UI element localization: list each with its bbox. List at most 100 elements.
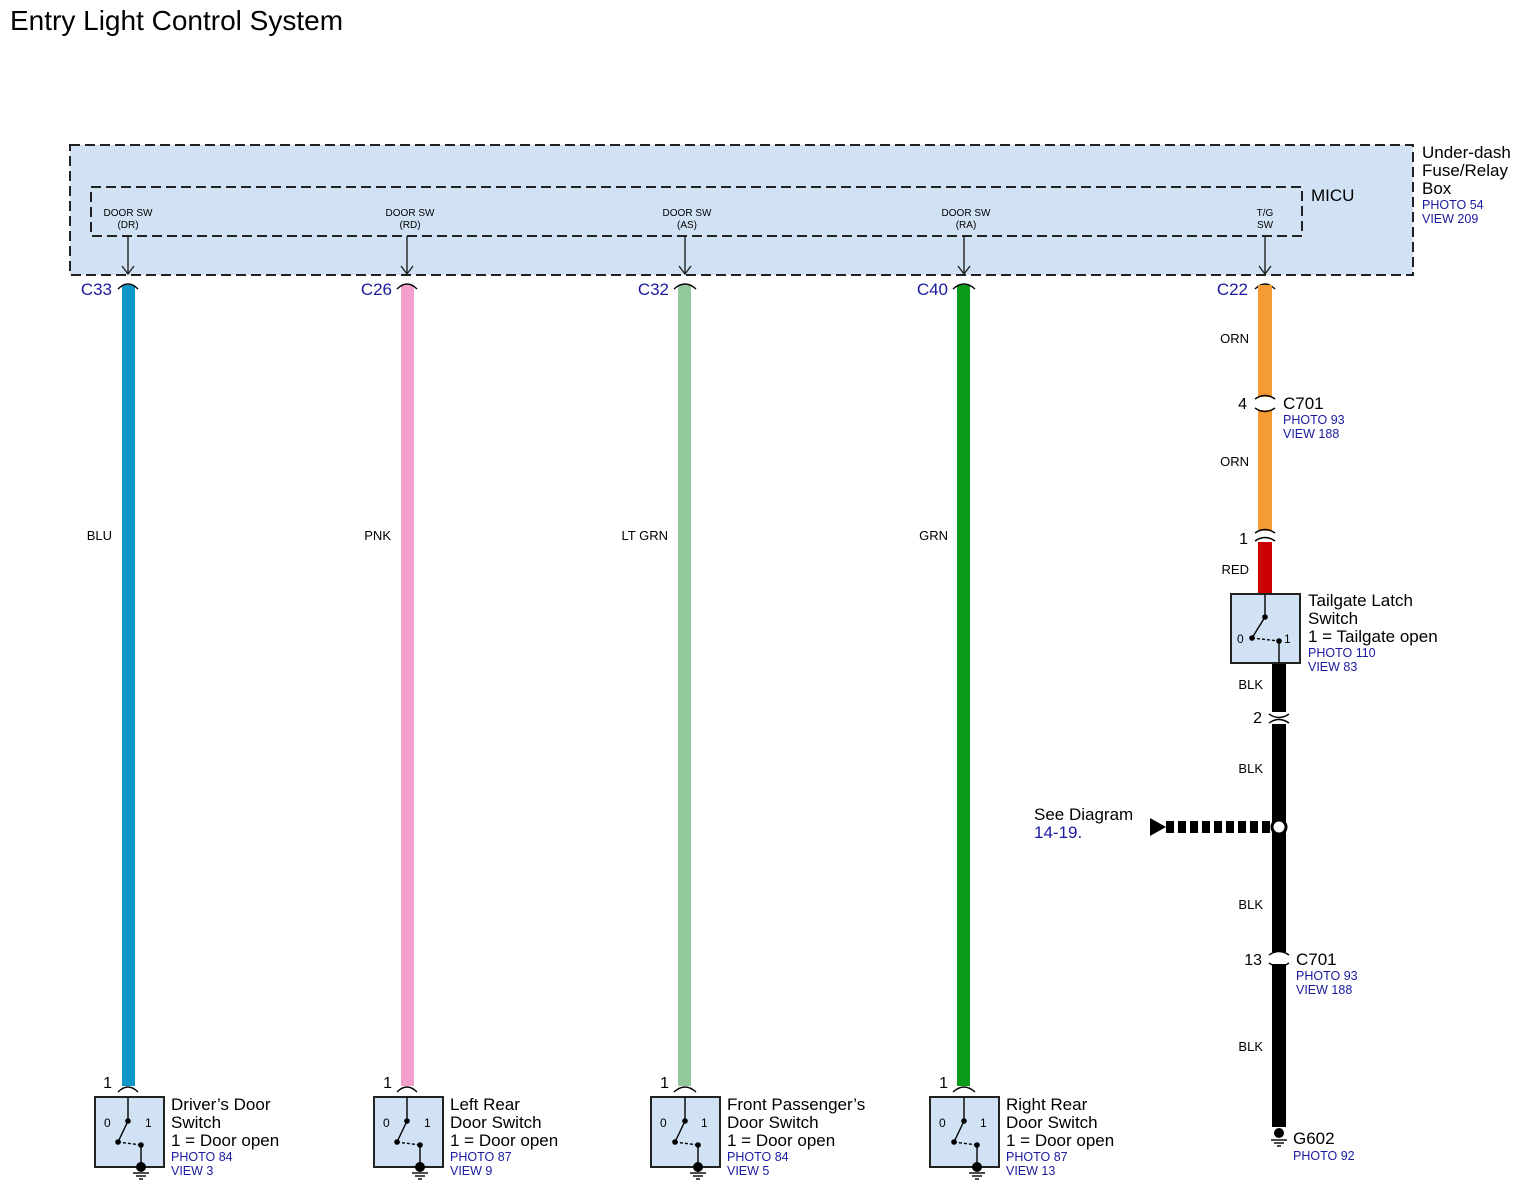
fuse-relay-box (69, 144, 1414, 276)
pin-1-as: 1 (660, 1075, 669, 1092)
micu-pin-rd: DOOR SW (RD) (386, 208, 435, 231)
svg-text:1: 1 (424, 1116, 431, 1130)
connector-caps (117, 283, 1276, 1093)
connector-c26: C26 (361, 280, 392, 299)
door-switch-driver-view: VIEW 3 (171, 1164, 213, 1178)
door-switch-right-rear: 0 1 (929, 1096, 1000, 1168)
fuse-box-photo-ref: PHOTO 54 (1422, 198, 1484, 212)
svg-text:1: 1 (145, 1116, 152, 1130)
wire-label-grn: GRN (919, 528, 948, 543)
svg-text:(RD): (RD) (399, 220, 420, 231)
tailgate-switch-label: Tailgate Latch Switch 1 = Tailgate open (1308, 591, 1438, 646)
door-switch-driver-photo: PHOTO 84 (171, 1150, 233, 1164)
connector-c22: C22 (1217, 280, 1248, 299)
wire-label-pnk: PNK (364, 528, 391, 543)
wire-label-blk-4: BLK (1238, 1039, 1263, 1054)
svg-text:DOOR SW: DOOR SW (663, 208, 712, 219)
door-switch-right-rear-label: Right Rear Door Switch 1 = Door open (1006, 1095, 1114, 1150)
wire-blk-3 (1272, 964, 1286, 1127)
wire-pnk (401, 285, 414, 1086)
svg-text:0: 0 (1237, 632, 1244, 646)
svg-text:0: 0 (660, 1116, 667, 1130)
svg-text:(DR): (DR) (117, 220, 138, 231)
c701-upper-photo: PHOTO 93 (1283, 413, 1345, 427)
wire-label-blu: BLU (87, 528, 112, 543)
diagram-title: Entry Light Control System (10, 5, 343, 36)
wire-blu (122, 285, 135, 1086)
door-switch-left-rear-photo: PHOTO 87 (450, 1150, 512, 1164)
door-switch-right-rear-photo: PHOTO 87 (1006, 1150, 1068, 1164)
ground-icon (1271, 1128, 1287, 1147)
svg-text:1: 1 (980, 1116, 987, 1130)
c701-upper-view: VIEW 188 (1283, 427, 1339, 441)
door-switch-left-rear: 0 1 (373, 1096, 444, 1168)
wire-orn-upper (1258, 285, 1272, 397)
wire-label-red: RED (1222, 562, 1249, 577)
wire-orn-lower (1258, 410, 1272, 531)
micu-pin-dr: DOOR SW (DR) (104, 208, 153, 231)
c701-lower-name: C701 (1296, 950, 1337, 969)
connector-c32: C32 (638, 280, 669, 299)
connector-c40: C40 (917, 280, 948, 299)
wire-lt-grn (678, 285, 691, 1086)
tailgate-pin-1: 1 (1239, 531, 1248, 548)
wire-blk-1 (1272, 663, 1286, 712)
svg-text:(RA): (RA) (956, 220, 977, 231)
c701-lower-view: VIEW 188 (1296, 983, 1352, 997)
ground-icon (133, 1162, 149, 1180)
door-switch-front-passenger-view: VIEW 5 (727, 1164, 769, 1178)
tailgate-pin-2: 2 (1253, 710, 1262, 727)
wire-red (1258, 542, 1272, 594)
wire-grn (957, 285, 970, 1086)
wire-label-lt-grn: LT GRN (622, 528, 668, 543)
svg-text:0: 0 (383, 1116, 390, 1130)
micu-box (90, 186, 1303, 237)
see-diagram-text: See Diagram (1034, 805, 1133, 824)
tailgate-latch-switch: 0 1 (1230, 593, 1301, 664)
micu-label: MICU (1311, 186, 1354, 205)
svg-text:1: 1 (701, 1116, 708, 1130)
svg-text:T/G: T/G (1257, 208, 1274, 219)
c701-lower-pin: 13 (1244, 952, 1262, 969)
micu-pin-ra: DOOR SW (RA) (942, 208, 991, 231)
tailgate-pin2-connector (1268, 713, 1290, 724)
door-switch-driver: 0 1 (94, 1096, 165, 1168)
micu-pin-tg: T/G SW (1257, 208, 1274, 231)
door-switch-right-rear-view: VIEW 13 (1006, 1164, 1055, 1178)
door-switch-front-passenger-photo: PHOTO 84 (727, 1150, 789, 1164)
c701-upper-connector (1254, 394, 1276, 413)
pin-arrows (121, 236, 1272, 276)
wire-blk-2 (1272, 724, 1286, 952)
ground-icon (412, 1162, 428, 1180)
ground-icon (690, 1162, 706, 1180)
door-switch-driver-label: Driver’s Door Switch 1 = Door open (171, 1095, 279, 1150)
svg-text:0: 0 (104, 1116, 111, 1130)
wire-label-blk-3: BLK (1238, 897, 1263, 912)
tailgate-switch-photo: PHOTO 110 (1308, 646, 1376, 660)
splice-point-icon (1270, 818, 1288, 836)
fuse-box-label: Under-dash Fuse/Relay Box (1422, 143, 1516, 198)
c701-upper-pin: 4 (1238, 396, 1247, 413)
pin-1-dr: 1 (103, 1075, 112, 1092)
c701-lower-connector (1268, 950, 1290, 968)
svg-text:0: 0 (939, 1116, 946, 1130)
wire-label-orn-lower: ORN (1220, 454, 1249, 469)
door-switch-front-passenger-label: Front Passenger’s Door Switch 1 = Door o… (727, 1095, 870, 1150)
pin-1-ra: 1 (939, 1075, 948, 1092)
ground-g602-photo: PHOTO 92 (1293, 1149, 1355, 1163)
fuse-box-view-ref: VIEW 209 (1422, 212, 1478, 226)
svg-text:1: 1 (1284, 632, 1291, 646)
see-diagram-link[interactable]: 14-19. (1034, 823, 1082, 842)
c701-lower-photo: PHOTO 93 (1296, 969, 1358, 983)
tailgate-pin1-connector (1254, 528, 1276, 542)
svg-text:SW: SW (1257, 220, 1274, 231)
door-switch-left-rear-label: Left Rear Door Switch 1 = Door open (450, 1095, 558, 1150)
svg-text:DOOR SW: DOOR SW (386, 208, 435, 219)
pin-1-rd: 1 (383, 1075, 392, 1092)
svg-text:(AS): (AS) (677, 220, 697, 231)
wire-label-blk-2: BLK (1238, 761, 1263, 776)
door-switch-front-passenger: 0 1 (650, 1096, 721, 1168)
ground-icon (969, 1162, 985, 1180)
svg-text:DOOR SW: DOOR SW (104, 208, 153, 219)
wire-label-blk-1: BLK (1238, 677, 1263, 692)
